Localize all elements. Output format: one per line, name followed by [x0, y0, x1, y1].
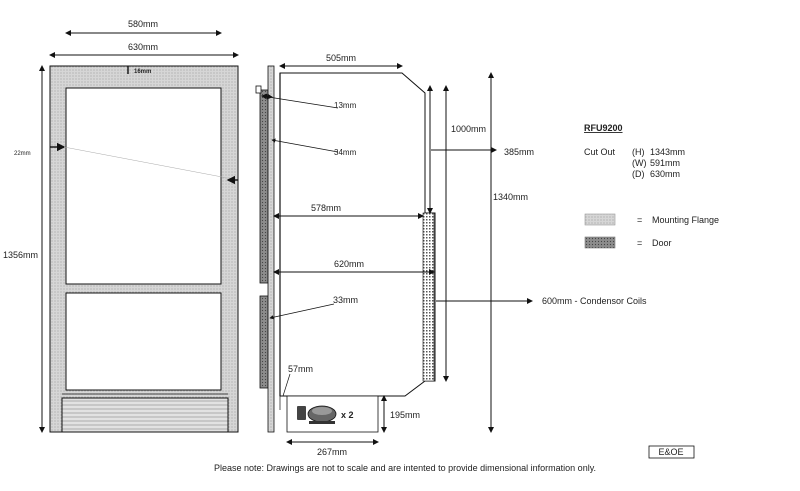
- dim-label-630: 630mm: [128, 42, 158, 52]
- legend-door-swatch: [584, 236, 616, 249]
- model-title: RFU9200: [584, 123, 623, 133]
- compressor-icon: [297, 405, 337, 424]
- dim-label-13: 13mm: [334, 101, 357, 110]
- dim-label-385: 385mm: [504, 147, 534, 157]
- cutout-w-key: (W): [632, 158, 647, 168]
- eoe-label: E&OE: [658, 447, 683, 457]
- upper-door-section: [259, 89, 269, 284]
- cutout-d-value: 630mm: [650, 169, 680, 179]
- dim-label-620: 620mm: [334, 259, 364, 269]
- cabinet-outline: [279, 72, 436, 397]
- dim-label-57: 57mm: [288, 364, 313, 374]
- legend-flange-label: Mounting Flange: [652, 215, 719, 225]
- cutout-d-key: (D): [632, 169, 645, 179]
- dim-label-34: 34mm: [334, 148, 357, 157]
- dim-label-267: 267mm: [317, 447, 347, 457]
- dim-label-505: 505mm: [326, 53, 356, 63]
- legend-flange-swatch: [584, 213, 616, 226]
- dim-label-580: 580mm: [128, 19, 158, 29]
- legend-flange-equals: =: [637, 215, 642, 225]
- upper-glass-panel: [65, 87, 222, 285]
- dim-label-33: 33mm: [333, 295, 358, 305]
- dim-label-22: 22mm: [14, 151, 31, 157]
- dim-label-1340: 1340mm: [493, 192, 528, 202]
- dim-label-1356: 1356mm: [3, 250, 38, 260]
- lower-glass-panel: [65, 292, 222, 391]
- side-flange-strip: [267, 65, 275, 433]
- lower-door-section: [259, 295, 269, 389]
- compressor-qty: x 2: [341, 410, 354, 420]
- legend-door-equals: =: [637, 238, 642, 248]
- side-view: x 2 505mm 13mm 34mm 578mm 620mm 33mm 57m…: [255, 53, 647, 457]
- front-view: 580mm 630mm 16mm 22mm 1356mm: [3, 19, 239, 433]
- legend: RFU9200 Cut Out (H) 1343mm (W) 591mm (D)…: [584, 123, 719, 249]
- dim-label-16: 16mm: [134, 69, 151, 75]
- dim-label-195: 195mm: [390, 410, 420, 420]
- cutout-w-value: 591mm: [650, 158, 680, 168]
- front-grill: [61, 397, 229, 433]
- dim-label-578: 578mm: [311, 203, 341, 213]
- disclaimer-note: Please note: Drawings are not to scale a…: [214, 463, 596, 473]
- condensor-label: 600mm - Condensor Coils: [542, 296, 647, 306]
- condensor-coils: [422, 212, 435, 382]
- cutout-h-key: (H): [632, 147, 645, 157]
- dim-label-1000: 1000mm: [451, 124, 486, 134]
- eoe-box: [648, 445, 695, 459]
- cutout-h-value: 1343mm: [650, 147, 685, 157]
- cutout-label: Cut Out: [584, 147, 616, 157]
- legend-door-label: Door: [652, 238, 672, 248]
